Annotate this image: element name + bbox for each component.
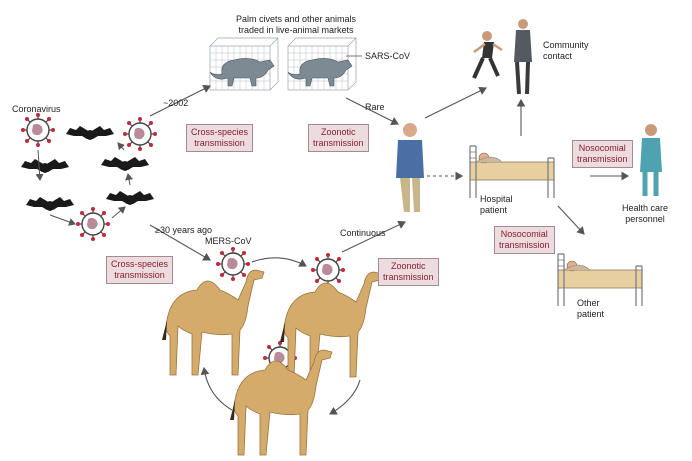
community-contact-line-2: contact <box>543 51 573 61</box>
civet-cage-right <box>287 37 357 91</box>
nosocomial-transmission-box-bottom: Nosocomial transmission <box>494 226 555 254</box>
cross-species-transmission-box-bottom: Cross-species transmission <box>106 256 174 284</box>
mers-virus-icon <box>310 252 346 288</box>
rare-label: Rare <box>365 102 385 112</box>
man-on-phone-icon <box>514 19 532 95</box>
camel-icon <box>229 349 333 456</box>
hospital-patient-line-1: Hospital <box>480 194 513 204</box>
nosocomial-transmission-box-top: Nosocomial transmission <box>572 140 633 168</box>
person-icon <box>396 123 424 212</box>
coronavirus-icon <box>20 112 56 148</box>
box-line-2: transmission <box>577 154 628 164</box>
community-contact-label: Community contact <box>543 40 589 62</box>
health-care-personnel-label: Health care personnel <box>622 203 668 225</box>
hospital-bed-icon <box>469 145 555 199</box>
box-line-2: transmission <box>499 240 550 250</box>
civet-icon <box>209 58 275 87</box>
other-patient-line-1: Other <box>577 298 600 308</box>
camel-icon <box>161 269 265 376</box>
runner-icon <box>472 31 503 79</box>
hospital-patient-line-2: patient <box>480 205 508 215</box>
community-contact-line-1: Community <box>543 40 589 50</box>
bat-icon <box>106 191 154 205</box>
hospital-patient-label: Hospital patient <box>480 194 513 216</box>
year-2002-label: ~2002 <box>163 98 189 108</box>
civet-icon <box>287 58 353 87</box>
palm-civets-line-1: Palm civets and other animals <box>236 14 357 24</box>
bat-icon <box>26 197 74 211</box>
box-line-2: transmission <box>114 270 165 280</box>
box-line-1: Zoonotic <box>390 261 426 271</box>
bat-icon <box>101 157 149 171</box>
coronavirus-icon <box>122 116 158 152</box>
health-care-personnel-line-1: Health care <box>622 203 669 213</box>
box-line-2: transmission <box>383 272 434 282</box>
cross-species-transmission-box-top: Cross-species transmission <box>186 124 254 152</box>
palm-civets-label: Palm civets and other animals traded in … <box>236 14 356 36</box>
bat-cluster <box>20 112 158 242</box>
palm-civets-line-2: traded in live-animal markets <box>238 25 354 35</box>
other-patient-label: Other patient <box>577 298 604 320</box>
nurse-icon <box>640 124 662 196</box>
box-line-1: Zoonotic <box>320 127 356 137</box>
continuous-label: Continuous <box>340 228 386 238</box>
box-line-1: Nosocomial <box>578 143 626 153</box>
civet-cage-left <box>209 37 279 91</box>
box-line-1: Cross-species <box>111 259 169 269</box>
sars-cov-label: SARS-CoV <box>365 51 411 61</box>
coronavirus-icon <box>75 206 111 242</box>
mers-cov-label: MERS-CoV <box>205 236 252 246</box>
camel-icon <box>279 271 383 378</box>
zoonotic-transmission-box-bottom: Zoonotic transmission <box>378 258 439 286</box>
box-line-1: Cross-species <box>191 127 249 137</box>
bat-icon <box>21 159 69 173</box>
coronavirus-label: Coronavirus <box>12 104 61 114</box>
box-line-2: transmission <box>313 138 364 148</box>
zoonotic-transmission-box-top: Zoonotic transmission <box>308 124 369 152</box>
health-care-personnel-line-2: personnel <box>625 214 665 224</box>
box-line-2: transmission <box>194 138 245 148</box>
box-line-1: Nosocomial <box>500 229 548 239</box>
other-patient-line-2: patient <box>577 309 605 319</box>
bat-icon <box>66 126 114 140</box>
mers-virus-icon <box>215 246 251 282</box>
thirty-years-label: ≥30 years ago <box>155 225 212 235</box>
